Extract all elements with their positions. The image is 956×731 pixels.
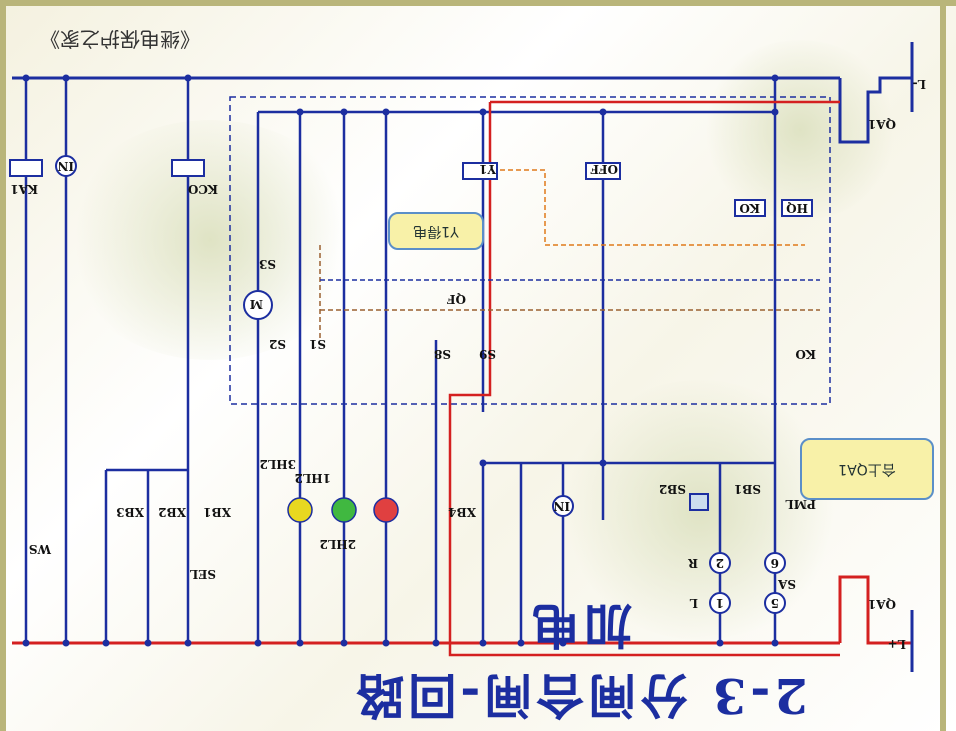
off-coil bbox=[585, 162, 621, 180]
label-xb2: XB2 bbox=[158, 505, 186, 519]
label-sel: SEL bbox=[189, 567, 216, 581]
vine-border-left bbox=[0, 0, 6, 731]
label-1hl2: 1HL2 bbox=[295, 471, 331, 485]
label-sa-5: 5 bbox=[771, 596, 779, 610]
label-s9: S9 bbox=[479, 347, 496, 361]
lamp-1hl2 bbox=[373, 497, 399, 523]
hq-coil bbox=[781, 199, 813, 217]
label-pml: PML bbox=[785, 497, 816, 511]
label-3hl2: 3HL2 bbox=[260, 457, 296, 471]
in-symbol-right bbox=[552, 495, 574, 517]
label-qa1-bottom: QA1 bbox=[868, 597, 896, 611]
label-s3: S3 bbox=[259, 257, 276, 271]
label-xb4: XB4 bbox=[448, 505, 476, 519]
component-labels: L- L+ QA1 QA1 Y1 OFF KO HQ KA1 KCO S1 S2… bbox=[10, 77, 926, 651]
ko-coil bbox=[734, 199, 766, 217]
lamp-2hl2 bbox=[331, 497, 357, 523]
kco-coil bbox=[171, 159, 205, 177]
label-ws: WS bbox=[29, 542, 52, 556]
label-kco: KCO bbox=[188, 182, 218, 196]
label-ko-contact: KO bbox=[795, 347, 816, 361]
sa-terminals bbox=[709, 552, 786, 614]
label-sa-6: 6 bbox=[771, 556, 779, 570]
label-off: OFF bbox=[590, 162, 618, 176]
label-motor: M bbox=[250, 297, 263, 311]
label-sa: SA bbox=[777, 577, 796, 591]
label-s2: S2 bbox=[269, 337, 286, 351]
label-lplus: L+ bbox=[888, 637, 907, 651]
label-sa-1: 1 bbox=[716, 596, 724, 610]
junction-dots bbox=[22, 74, 779, 647]
lamp-3hl2 bbox=[287, 497, 313, 523]
label-y1: Y1 bbox=[479, 162, 497, 176]
callout-close-qa1: 合上QA1 bbox=[800, 438, 934, 500]
qa1-bottom-breaker bbox=[838, 575, 912, 645]
label-ka1: KA1 bbox=[10, 182, 38, 196]
vine-border-top bbox=[0, 0, 956, 6]
motor-symbol bbox=[243, 290, 273, 320]
label-lminus: L- bbox=[913, 77, 926, 91]
mechanism-box bbox=[229, 96, 831, 405]
in-symbol-left bbox=[55, 155, 77, 177]
ka1-coil bbox=[9, 159, 43, 177]
label-ko: KO bbox=[739, 201, 760, 215]
watermark: 《继电保护之家》 bbox=[40, 27, 200, 51]
energized-path bbox=[448, 100, 840, 657]
qa1-top-breaker bbox=[838, 76, 912, 144]
sb-indicator bbox=[689, 493, 709, 511]
label-xb3: XB3 bbox=[116, 505, 144, 519]
callout-y1-energized: Y1得电 bbox=[388, 212, 484, 250]
label-s1: S1 bbox=[309, 337, 326, 351]
slide-title: 2-3 分闸合闸-回路加电 bbox=[352, 597, 808, 723]
label-xb1: XB1 bbox=[203, 505, 231, 519]
label-hq: HQ bbox=[786, 201, 808, 215]
label-in-left: IN bbox=[57, 159, 74, 173]
control-link bbox=[500, 169, 805, 246]
y1-coil bbox=[462, 162, 498, 180]
label-sa-2: 2 bbox=[716, 556, 724, 570]
label-sa-r: R bbox=[687, 556, 698, 570]
label-2hl2: 2HL2 bbox=[320, 537, 356, 551]
vine-border-right bbox=[940, 0, 946, 731]
label-sa-l: L bbox=[689, 596, 698, 610]
left-feeders bbox=[24, 78, 190, 643]
label-qa1-top: QA1 bbox=[868, 117, 896, 131]
label-in-right: IN bbox=[553, 499, 570, 513]
label-qf: QF bbox=[447, 292, 466, 306]
background-leaf-decoration bbox=[60, 120, 360, 360]
label-s8: S8 bbox=[434, 347, 451, 361]
label-sb1: SB1 bbox=[734, 482, 761, 496]
label-sb2: SB2 bbox=[659, 482, 686, 496]
